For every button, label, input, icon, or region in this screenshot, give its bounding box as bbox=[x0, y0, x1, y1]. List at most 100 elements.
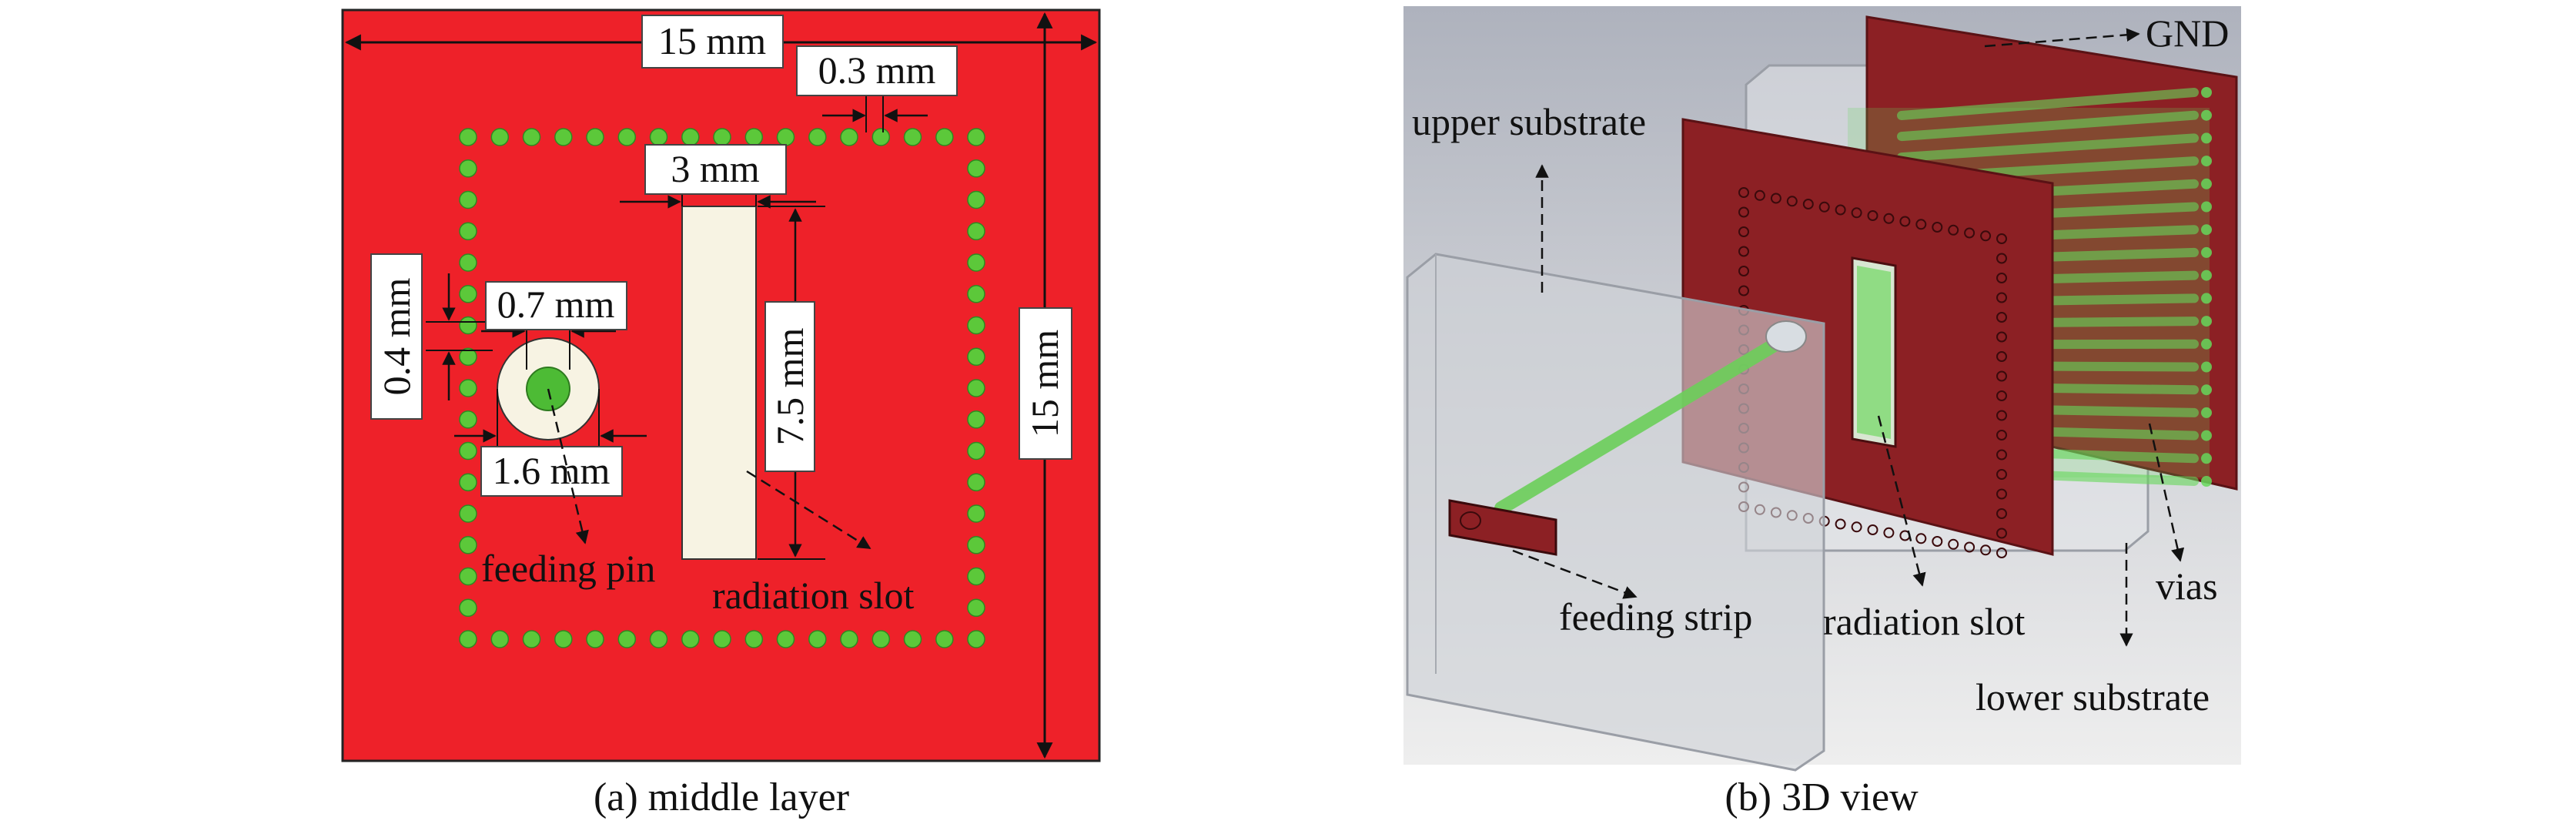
feeding-strip-leader bbox=[1512, 549, 1638, 599]
via-hole bbox=[1996, 528, 2007, 539]
via-dot bbox=[967, 473, 985, 492]
via-dot bbox=[967, 222, 985, 241]
via-hole bbox=[1964, 227, 1975, 239]
feeding-pin-leader bbox=[547, 388, 589, 544]
radiation-slot-leader-a bbox=[746, 470, 871, 550]
via-dot bbox=[586, 128, 604, 146]
via-hole bbox=[1996, 508, 2007, 519]
via-dot bbox=[681, 128, 700, 146]
via-hole bbox=[1738, 246, 1749, 257]
vias-label: vias bbox=[2156, 564, 2218, 608]
feeding-strip-label: feeding strip bbox=[1559, 595, 1752, 638]
via-hole bbox=[1867, 210, 1878, 221]
gnd-leader bbox=[1984, 28, 2140, 48]
via-dot bbox=[459, 379, 477, 397]
via-cylinder-end bbox=[2201, 338, 2212, 350]
radiation-slot-label-b: radiation slot bbox=[1823, 600, 2026, 643]
via-dot bbox=[459, 536, 477, 554]
radiation-slot-label-a: radiation slot bbox=[712, 574, 915, 617]
dim-slot-length-label: 7.5 mm bbox=[768, 328, 811, 446]
via-dot bbox=[617, 630, 637, 648]
via-cylinder-end bbox=[2201, 156, 2212, 167]
via-hole bbox=[1996, 430, 2007, 440]
lower-substrate-label: lower substrate bbox=[1975, 675, 2210, 718]
via-dot bbox=[490, 128, 510, 146]
via-hole bbox=[1818, 201, 1830, 213]
via-dot bbox=[459, 190, 477, 209]
via-hole bbox=[1996, 410, 2007, 421]
via-dot bbox=[967, 410, 985, 429]
via-hole bbox=[1996, 253, 2007, 264]
via-cylinder bbox=[1897, 133, 2199, 162]
via-cylinder-end bbox=[2201, 201, 2212, 213]
via-hole bbox=[1851, 521, 1862, 533]
via-dot bbox=[617, 128, 637, 146]
via-dot bbox=[490, 630, 510, 648]
via-dot bbox=[967, 128, 985, 146]
via-dot bbox=[967, 285, 985, 303]
via-dot bbox=[967, 630, 985, 648]
via-dot bbox=[903, 128, 922, 146]
upper-substrate-label: upper substrate bbox=[1412, 100, 1646, 143]
dim-width-label: 15 mm bbox=[658, 19, 766, 62]
via-cylinder-end bbox=[2201, 109, 2212, 121]
dim-height-box bbox=[1019, 307, 1072, 460]
dim-slot-width-label: 3 mm bbox=[671, 147, 759, 190]
via-hole bbox=[1980, 544, 1992, 556]
via-hole bbox=[1738, 187, 1749, 198]
feed-pad bbox=[1765, 320, 1807, 353]
via-hole bbox=[1738, 226, 1749, 237]
via-cylinder-end bbox=[2201, 224, 2212, 236]
via-dot bbox=[459, 316, 477, 335]
dim-height-label: 15 mm bbox=[1023, 330, 1066, 437]
via-dot bbox=[808, 128, 827, 146]
via-dot bbox=[649, 128, 668, 146]
via-hole bbox=[1996, 548, 2007, 558]
via-hole bbox=[1996, 469, 2007, 480]
gnd-label: GND bbox=[2146, 12, 2229, 55]
via-dot bbox=[522, 630, 541, 648]
via-hole bbox=[1948, 224, 1959, 236]
via-hole bbox=[1883, 527, 1895, 538]
via-dot bbox=[459, 504, 477, 523]
via-hole bbox=[1915, 533, 1927, 544]
via-hole bbox=[1996, 370, 2007, 382]
via-hole bbox=[1738, 285, 1749, 296]
via-dot bbox=[459, 410, 477, 429]
via-hole bbox=[1996, 312, 2007, 323]
feed-line bbox=[1494, 332, 1791, 515]
dim-slot-width-box bbox=[644, 144, 787, 195]
via-dot bbox=[459, 347, 477, 367]
via-dot bbox=[459, 441, 477, 461]
via-dot bbox=[967, 598, 985, 618]
via-hole bbox=[1996, 449, 2007, 461]
via-hole bbox=[1996, 292, 2007, 303]
via-dot bbox=[967, 316, 985, 335]
via-dot bbox=[840, 128, 858, 146]
via-hole bbox=[1899, 216, 1911, 227]
dim-pin-label: 0.7 mm bbox=[497, 283, 615, 326]
radiation-slot-a bbox=[681, 206, 757, 560]
via-dot bbox=[808, 630, 827, 648]
via-dot bbox=[459, 285, 477, 303]
via-hole bbox=[1851, 207, 1862, 219]
dim-slot-length-box bbox=[764, 301, 815, 472]
via-hole bbox=[1996, 273, 2007, 283]
via-dot bbox=[459, 128, 477, 146]
via-hole bbox=[1996, 351, 2007, 362]
via-dot bbox=[967, 253, 985, 272]
via-dot bbox=[459, 630, 477, 648]
dim-pitch-box bbox=[796, 45, 958, 96]
radiation-slot-via-fill bbox=[1857, 266, 1891, 439]
via-ring bbox=[459, 128, 985, 648]
via-hole bbox=[1996, 233, 2007, 244]
via-cylinder-end bbox=[2201, 132, 2212, 144]
via-dot bbox=[967, 379, 985, 397]
via-dot bbox=[681, 630, 700, 648]
via-dot bbox=[459, 567, 477, 586]
via-hole bbox=[1802, 199, 1814, 209]
via-dot bbox=[744, 128, 764, 146]
via-hole bbox=[1738, 266, 1749, 276]
via-hole bbox=[1738, 206, 1749, 218]
